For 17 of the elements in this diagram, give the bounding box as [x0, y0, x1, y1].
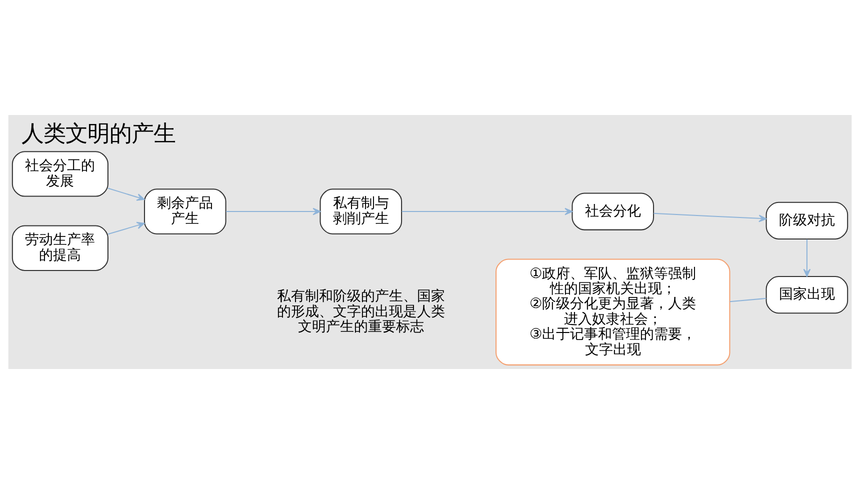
arrow: [108, 222, 145, 235]
arrow: [226, 208, 321, 216]
node-box: 国家出现: [766, 276, 848, 314]
label: 私有制和阶级的产生、国家的形成、文字的出现是人类文明产生的重要标志: [276, 288, 445, 336]
node-box: 劳动生产率的提高: [12, 225, 108, 271]
arrow: [654, 212, 767, 222]
node-box: 阶级对抗: [766, 202, 848, 240]
arrow: [803, 239, 811, 277]
connector: [730, 298, 766, 302]
node-box: 社会分工的发展: [12, 151, 108, 197]
arrow: [402, 208, 573, 216]
arrow: [108, 188, 145, 201]
diagram-title: 人类文明的产生: [21, 121, 176, 148]
node-box: ①政府、军队、监狱等强制性的国家机关出现； ②阶级分化更为显著，人类进入奴隶社会； ③出于记事和管理的需要，文字出现: [496, 258, 730, 366]
node-box: 私有制与剥削产生: [320, 188, 402, 234]
node-box: 社会分化: [572, 192, 654, 230]
node-box: 剩余产品产生: [144, 188, 226, 234]
